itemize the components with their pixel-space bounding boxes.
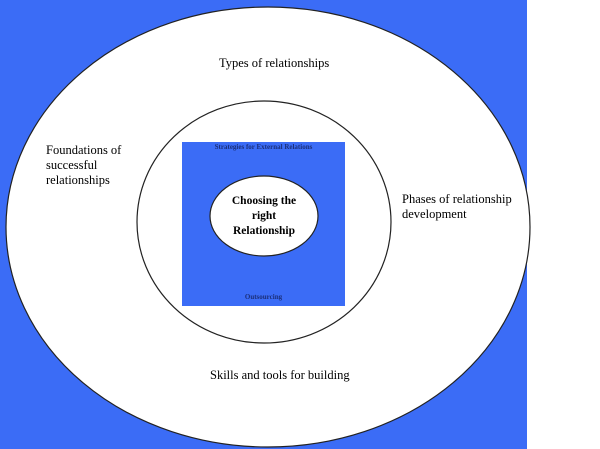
center-title: Choosing the right Relationship (231, 195, 297, 237)
label-skills-and-tools: Skills and tools for building (210, 368, 350, 382)
label-strategies-external-relations: Strategies for External Relations (214, 143, 313, 151)
label-outsourcing: Outsourcing (244, 293, 283, 301)
label-phases: Phases of relationship development (402, 192, 512, 221)
label-foundations: Foundations of successful relationships (46, 143, 122, 187)
label-types-of-relationships: Types of relationships (219, 56, 330, 70)
center-ellipse (209, 175, 319, 257)
